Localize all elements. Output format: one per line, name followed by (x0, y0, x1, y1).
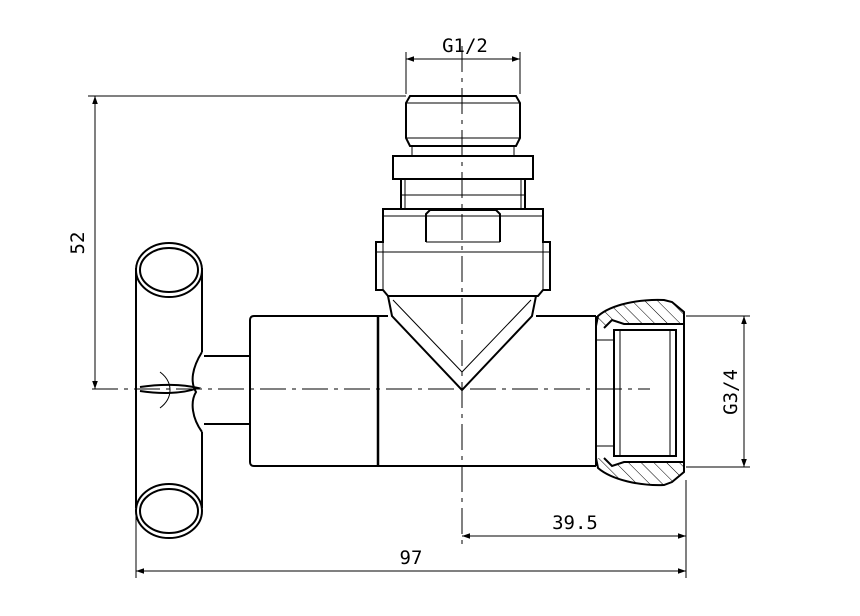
valve-body (249, 315, 597, 467)
dimension-outlet-thread: G3/4 (686, 315, 750, 468)
label-offset: 39.5 (552, 512, 598, 534)
bonnet (375, 208, 551, 297)
label-outlet-thread: G3/4 (720, 369, 742, 415)
body-transition (387, 295, 537, 392)
dimension-total-length: 97 (135, 512, 686, 578)
outlet-nut (595, 298, 685, 487)
dimension-offset: 39.5 (462, 480, 687, 578)
handle (135, 242, 250, 539)
label-total-length: 97 (400, 547, 423, 569)
inlet-thread (405, 95, 521, 156)
label-inlet-thread: G1/2 (442, 35, 488, 57)
dimension-inlet-thread: G1/2 (405, 35, 521, 94)
hex-collar (392, 155, 534, 209)
dimension-height: 52 (67, 95, 406, 389)
label-height: 52 (67, 232, 89, 255)
